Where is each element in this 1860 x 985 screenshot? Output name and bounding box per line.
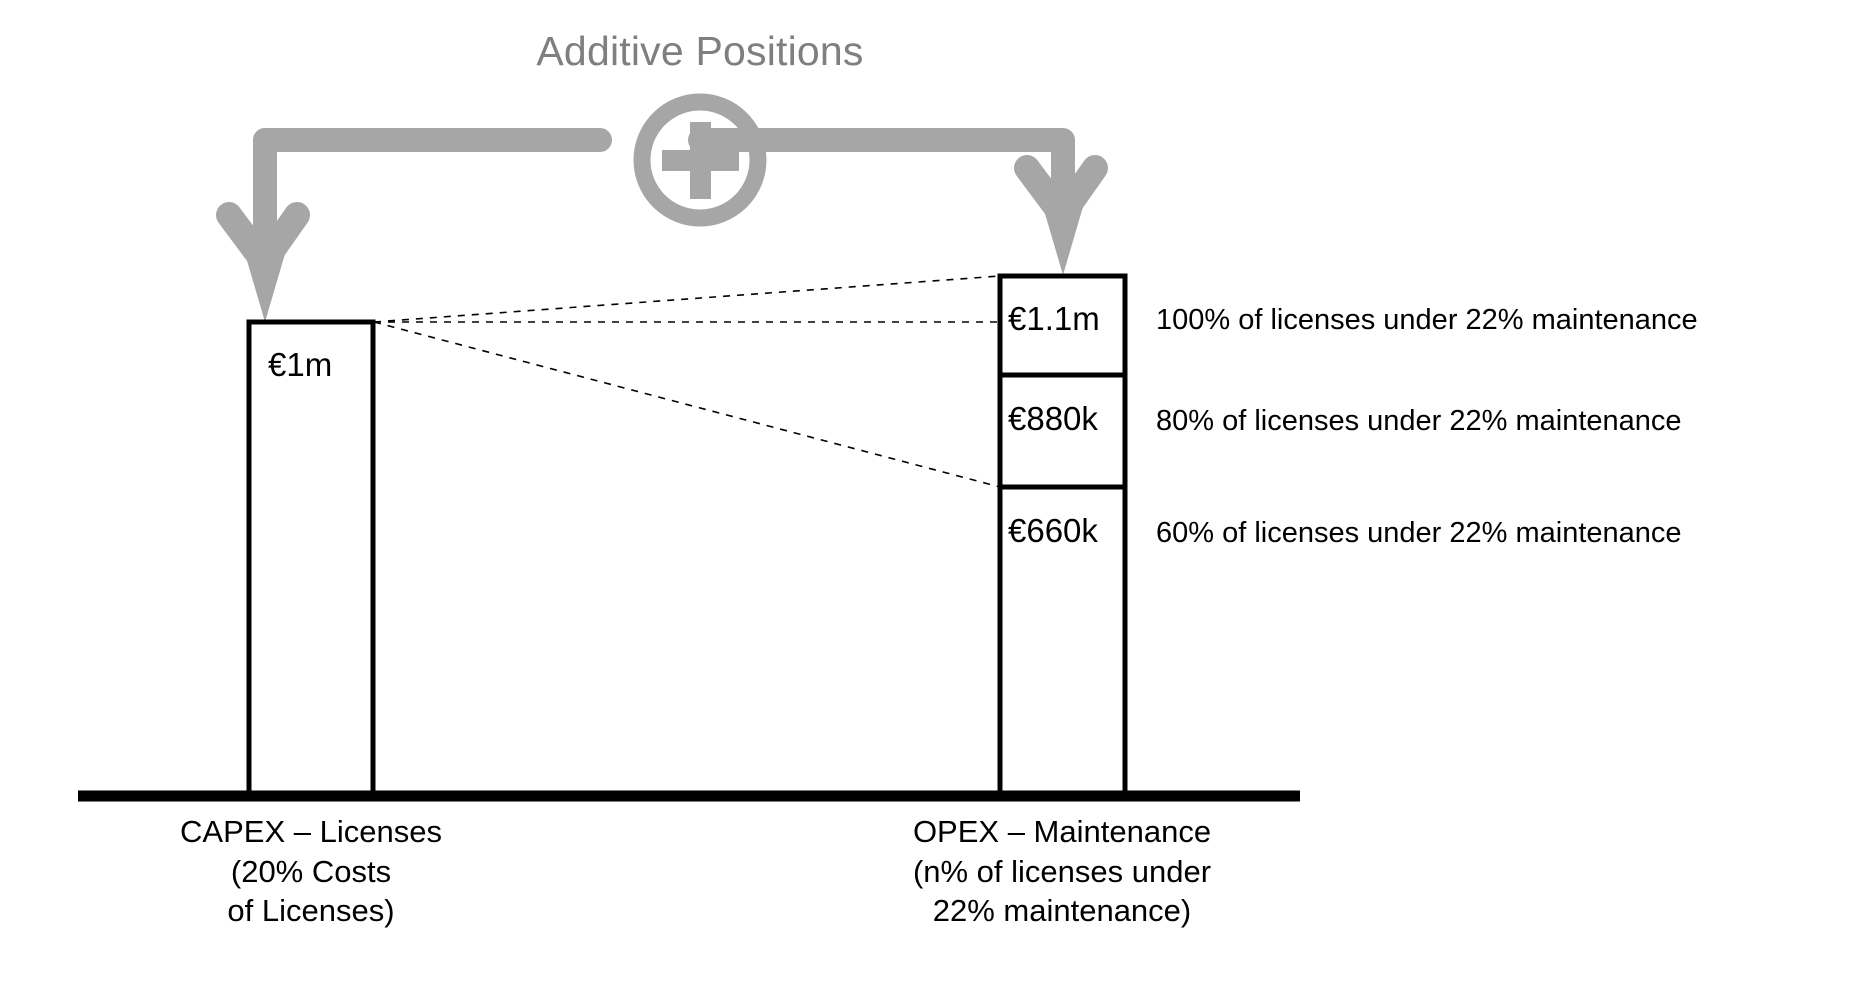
bar-opex[interactable] (997, 273, 1128, 798)
opex-segment-3-note: 60% of licenses under 22% maintenance (1156, 517, 1682, 549)
connector-to-segment-3 (373, 321, 1001, 488)
opex-segment-1-note: 100% of licenses under 22% maintenance (1156, 304, 1698, 336)
bar-capex[interactable] (246, 319, 376, 798)
capex-value-label: €1m (268, 346, 333, 383)
opex-segment-2-note: 80% of licenses under 22% maintenance (1156, 405, 1682, 437)
capex-caption-line-2: (20% Costs (230, 853, 392, 889)
opex-segment-2-value: €880k (1008, 400, 1098, 437)
opex-caption-line-2: (n% of licenses under (912, 853, 1212, 889)
connector-to-opex-top (373, 275, 1001, 323)
opex-segment-3-value: €660k (1008, 512, 1098, 549)
plus-circle-icon (633, 93, 767, 227)
connector-lines (373, 275, 1001, 488)
opex-caption-line-1: OPEX – Maintenance (912, 814, 1212, 849)
page-title: Additive Positions (536, 28, 864, 74)
opex-segment-1-value: €1.1m (1008, 300, 1100, 337)
capex-caption: CAPEX – Licenses (20% Costs of Licenses) (111, 812, 511, 931)
opex-caption-line-3: 22% maintenance) (932, 893, 1192, 929)
opex-caption: OPEX – Maintenance (n% of licenses under… (862, 812, 1262, 931)
capex-caption-line-3: of Licenses) (227, 893, 395, 929)
elbow-arrow-down-left-icon (216, 128, 612, 322)
capex-caption-line-1: CAPEX – Licenses (180, 814, 442, 849)
